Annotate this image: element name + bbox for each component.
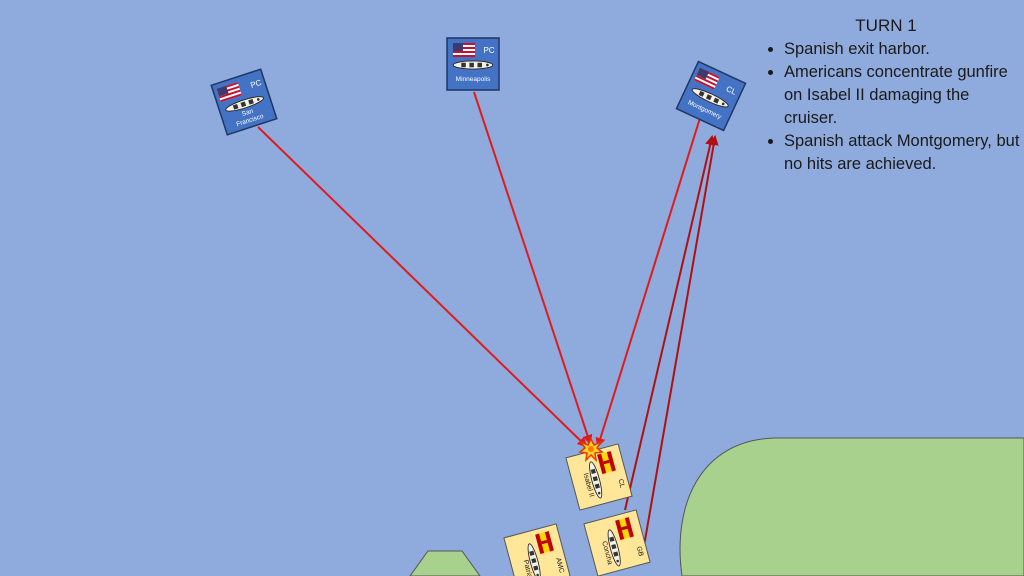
turn-event-item: Spanish attack Montgomery, but no hits a…	[784, 130, 1022, 176]
unit-type: GB	[635, 546, 644, 558]
counter-montgomery[interactable]: CL Montgomery	[675, 60, 747, 132]
unit-type: PC	[483, 46, 494, 55]
unit-type: AMC	[554, 557, 565, 574]
fire-arrow-montgomery	[595, 117, 701, 448]
unit-type: CL	[725, 84, 739, 97]
turn-notes-panel: TURN 1 Spanish exit harbor. Americans co…	[760, 16, 1022, 176]
land-mass-south	[409, 550, 481, 576]
counter-patria[interactable]: Patria AMC	[503, 523, 571, 576]
unit-name: Patria	[522, 559, 534, 576]
turn-event-item: Americans concentrate gunfire on Isabel …	[784, 61, 1022, 130]
turn-events-list: Spanish exit harbor. Americans concentra…	[760, 38, 1022, 176]
fire-arrow-isabel	[624, 135, 716, 511]
damage-explosion-icon	[578, 437, 604, 463]
counter-minneapolis[interactable]: PC Minneapolis	[446, 37, 500, 91]
fire-arrow-san-francisco	[257, 126, 588, 448]
unit-name: Minneapolis	[456, 76, 491, 83]
unit-type: CL	[616, 478, 625, 489]
turn-event-item: Spanish exit harbor.	[784, 38, 1022, 61]
counter-isabel-ii[interactable]: Isabel II CL	[565, 443, 633, 511]
fire-arrow-concha	[643, 135, 719, 547]
counter-concha[interactable]: Concha GB	[583, 509, 651, 576]
land-mass-east	[679, 437, 1024, 576]
fire-arrow-minneapolis	[473, 91, 593, 445]
counter-san-francisco[interactable]: PC San Francisco	[210, 68, 278, 136]
unit-type: PC	[249, 78, 263, 90]
unit-name-line1: San	[241, 108, 255, 118]
ship-icon	[452, 60, 494, 70]
turn-title: TURN 1	[855, 16, 917, 35]
us-flag-icon	[453, 43, 475, 57]
